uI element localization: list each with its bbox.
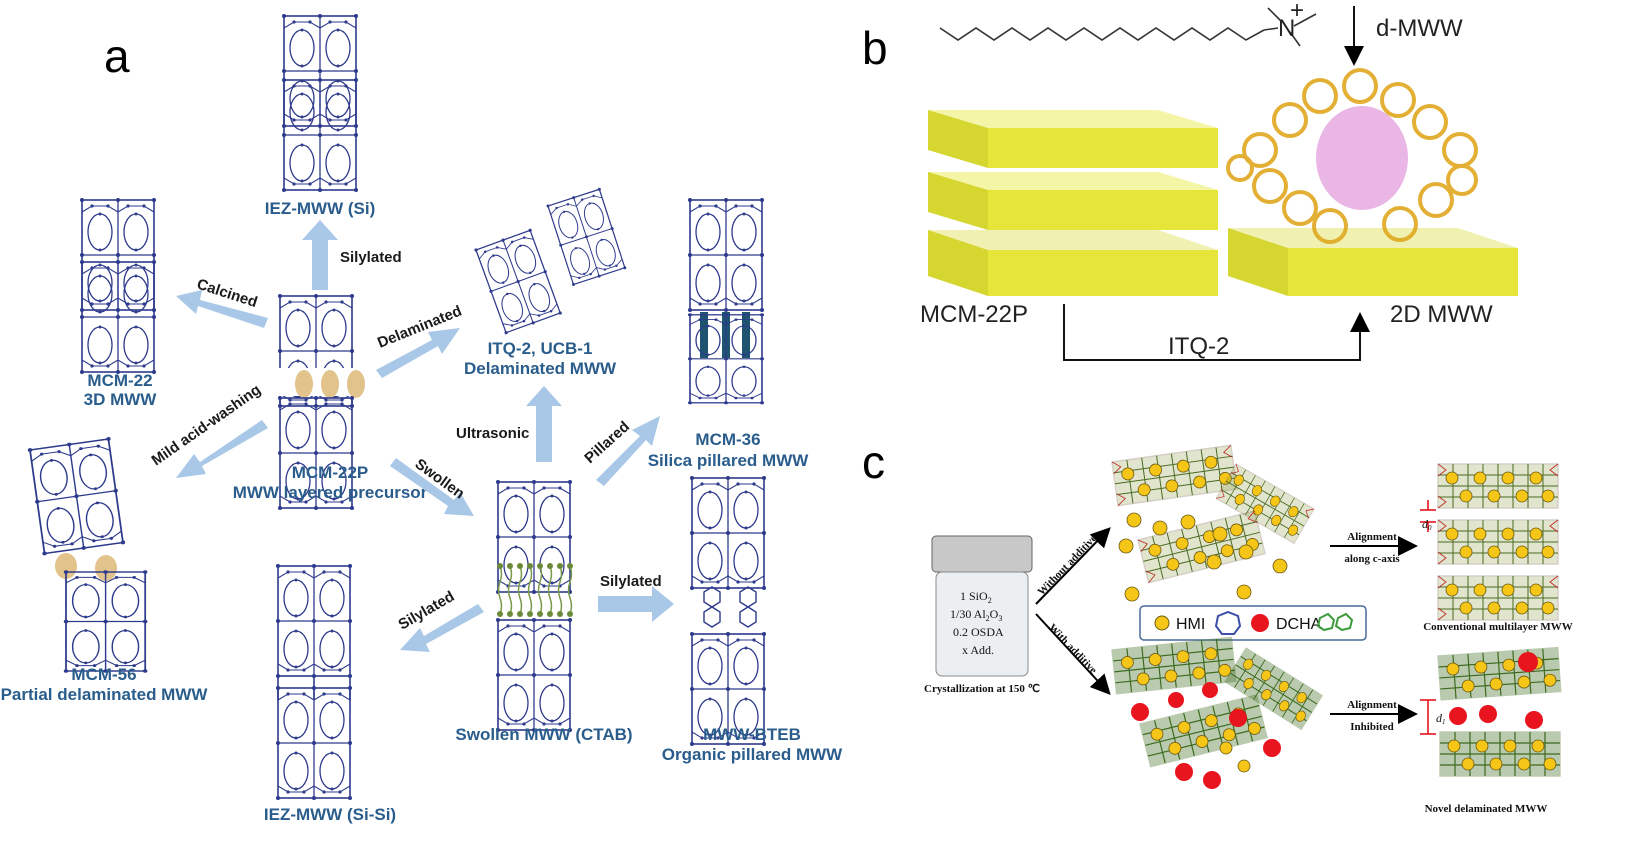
arrow-silylated-right-label: Silylated xyxy=(600,573,662,590)
arrow-silylated-left xyxy=(400,604,484,652)
mcm36-label-line2: Silica pillared MWW xyxy=(648,451,810,470)
arrow-swollen xyxy=(390,458,474,516)
d0-marker xyxy=(1420,500,1436,532)
iez-mww-sisi-structure xyxy=(275,563,353,801)
arrow-calcined xyxy=(176,290,268,328)
mcm36-label-line1: MCM-36 xyxy=(695,430,760,449)
crystallization-label: Crystallization at 150 ℃ xyxy=(924,683,1040,695)
iez-mww-si-label: IEZ-MWW (Si) xyxy=(265,199,375,218)
legend-hmi: HMI xyxy=(1176,616,1205,633)
mcm22p-structure xyxy=(274,293,365,511)
recipe-line4: x Add. xyxy=(962,643,994,657)
mww-bteb-structure xyxy=(689,475,767,747)
without-additive-label: Without additive xyxy=(1036,532,1100,598)
alignment-top-line1: Alignment xyxy=(1347,531,1397,543)
d-mww-cluster xyxy=(1226,68,1478,244)
panel-a-label: a xyxy=(104,30,130,82)
two-d-mww-slab xyxy=(1228,228,1518,296)
arrow-delaminated-label: Delaminated xyxy=(375,303,464,352)
arrow-silylated-top-label: Silylated xyxy=(340,249,402,266)
reaction-vial xyxy=(931,535,1033,677)
arrow-delaminated xyxy=(376,328,460,378)
alignment-bottom-line1: Alignment xyxy=(1347,699,1397,711)
mcm56-label-line1: MCM-56 xyxy=(71,665,136,684)
arrow-with-additive xyxy=(1035,613,1111,695)
itq2-label-line1: ITQ-2, UCB-1 xyxy=(488,339,593,358)
arrow-ultrasonic xyxy=(526,386,562,462)
itq2-structure xyxy=(473,186,628,336)
arrow-mild-acid-label: Mild acid-washing xyxy=(149,381,265,469)
mcm22p-label-line2: MWW layered precursor xyxy=(233,483,428,502)
hmi-molecule-icon xyxy=(1214,610,1242,635)
arrow-without-additive xyxy=(1035,527,1111,605)
mcm22-label-line1: MCM-22 xyxy=(87,371,152,390)
recipe-line2: 1/30 Al2O3 xyxy=(950,607,1002,623)
itq2-label-line2: Delaminated MWW xyxy=(464,359,617,378)
conventional-multilayer xyxy=(1437,463,1559,621)
mcm36-structure xyxy=(687,197,765,406)
swollen-mww-structure xyxy=(495,479,573,733)
novel-label: Novel delaminated MWW xyxy=(1425,803,1548,815)
panel-c: c 1 SiO2 1/30 Al2O3 0.2 OSDA x Add. Crys… xyxy=(862,436,1573,815)
d0-label: d0 xyxy=(1422,517,1432,532)
alignment-bottom-line2: Inhibited xyxy=(1350,721,1393,733)
arrow-pillared xyxy=(596,416,660,486)
iez-mww-sisi-label: IEZ-MWW (Si-Si) xyxy=(264,805,396,824)
mcm22p-b-label: MCM-22P xyxy=(920,301,1028,328)
iez-mww-si-structure xyxy=(281,13,359,193)
conventional-label: Conventional multilayer MWW xyxy=(1423,621,1573,633)
d1-marker xyxy=(1420,699,1436,735)
d1-label: d1 xyxy=(1436,711,1446,726)
mcm56-label-line2: Partial delaminated MWW xyxy=(1,685,209,704)
dcha-molecule-icon xyxy=(1316,612,1354,632)
alignment-top-line2: along c-axis xyxy=(1344,553,1400,565)
mww-bteb-label-line2: Organic pillared MWW xyxy=(662,745,843,764)
legend-dcha: DCHA xyxy=(1276,616,1322,633)
d-mww-label: d-MWW xyxy=(1376,15,1463,42)
panel-b-label: b xyxy=(862,22,888,74)
novel-delaminated xyxy=(1437,646,1562,777)
swollen-mww-label: Swollen MWW (CTAB) xyxy=(455,725,632,744)
recipe-line3: 0.2 OSDA xyxy=(953,625,1004,639)
bottom-scattered-layers xyxy=(1111,636,1323,789)
mww-bteb-label-line1: MWW-BTEB xyxy=(703,725,801,744)
panel-a: a IEZ-MWW (Si) Silylated MCM-22 3D MWW C… xyxy=(1,13,843,824)
arrow-silylated-up xyxy=(302,220,338,290)
ammonium-n: N xyxy=(1278,15,1295,42)
d-mww-cavity xyxy=(1316,106,1408,210)
arrow-ultrasonic-label: Ultrasonic xyxy=(456,425,529,442)
arrow-mild-acid xyxy=(176,420,268,478)
mcm22p-label-line1: MCM-22P xyxy=(292,463,369,482)
mcm22-label-line2: 3D MWW xyxy=(84,390,158,409)
ammonium-charge: + xyxy=(1290,0,1304,24)
panel-c-label: c xyxy=(862,436,885,488)
mcm22-structure xyxy=(79,197,157,375)
mcm22p-slabs xyxy=(928,110,1218,296)
ctab-chain xyxy=(939,27,1265,41)
legend: HMI DCHA xyxy=(1139,605,1367,641)
panel-b: b N + d-MWW MCM-22 xyxy=(862,0,1518,361)
mcm56-structure xyxy=(26,435,149,674)
itq2-bracket xyxy=(1063,304,1370,361)
top-scattered-layers xyxy=(1111,444,1315,602)
arrow-silylated-right xyxy=(598,586,674,622)
recipe-line1: 1 SiO2 xyxy=(960,589,992,605)
with-additive-label: With additive xyxy=(1046,622,1099,677)
itq2-b-label: ITQ-2 xyxy=(1168,333,1229,360)
two-d-mww-label: 2D MWW xyxy=(1390,301,1493,328)
